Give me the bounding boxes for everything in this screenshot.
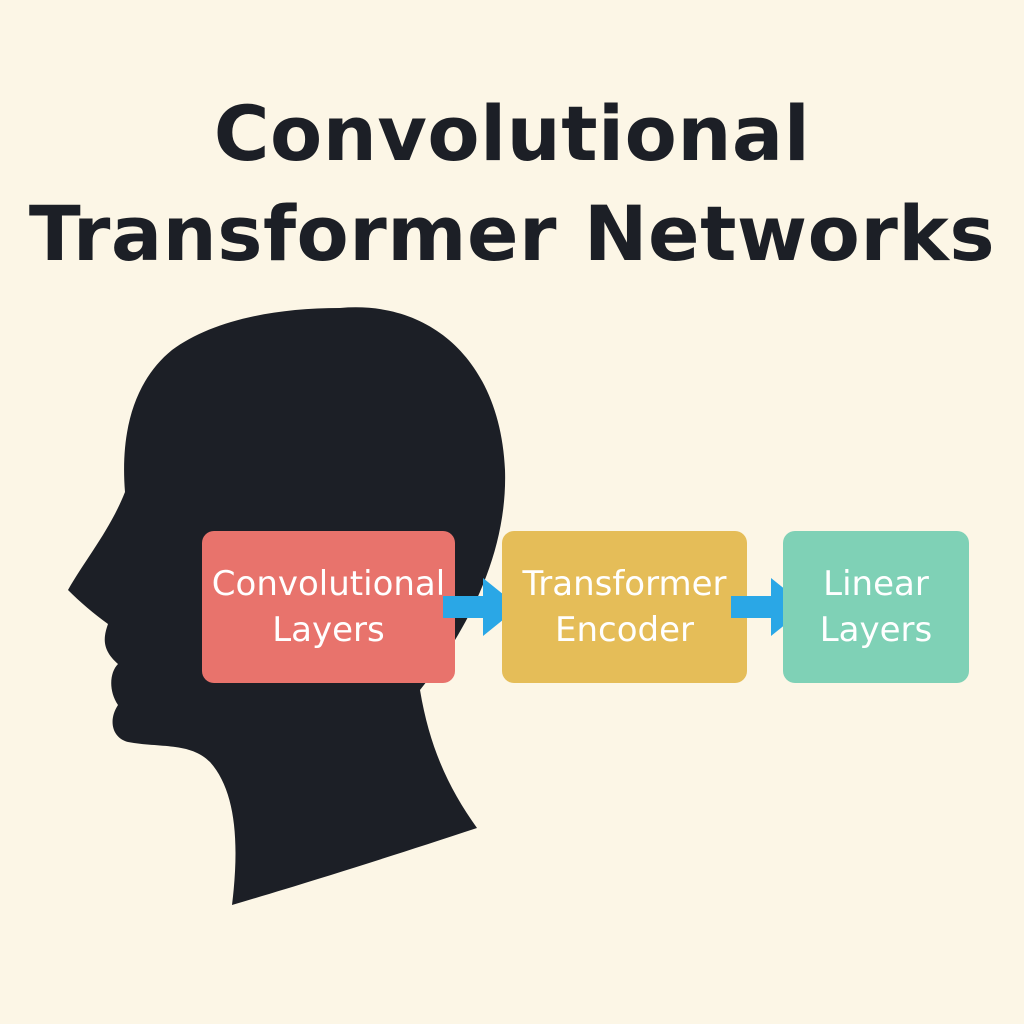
linear-layers-label-line-2: Layers — [819, 610, 933, 650]
transformer-encoder-label-line-2: Encoder — [554, 610, 694, 650]
title-line-2: Transformer Networks — [28, 189, 996, 278]
linear-layers-box: Linear Layers — [783, 531, 969, 683]
transformer-encoder-box: Transformer Encoder — [502, 531, 747, 683]
title-line-1: Convolutional — [213, 89, 811, 178]
convolutional-layers-label-line-2: Layers — [272, 610, 385, 650]
transformer-encoder-label-line-1: Transformer — [522, 564, 727, 604]
linear-layers-label-line-1: Linear — [823, 564, 929, 604]
convolutional-layers-label-line-1: Convolutional — [211, 564, 446, 604]
convolutional-layers-box: Convolutional Layers — [202, 531, 455, 683]
right-arrow-icon — [443, 578, 519, 636]
diagram-title: Convolutional Transformer Networks — [0, 84, 1024, 284]
